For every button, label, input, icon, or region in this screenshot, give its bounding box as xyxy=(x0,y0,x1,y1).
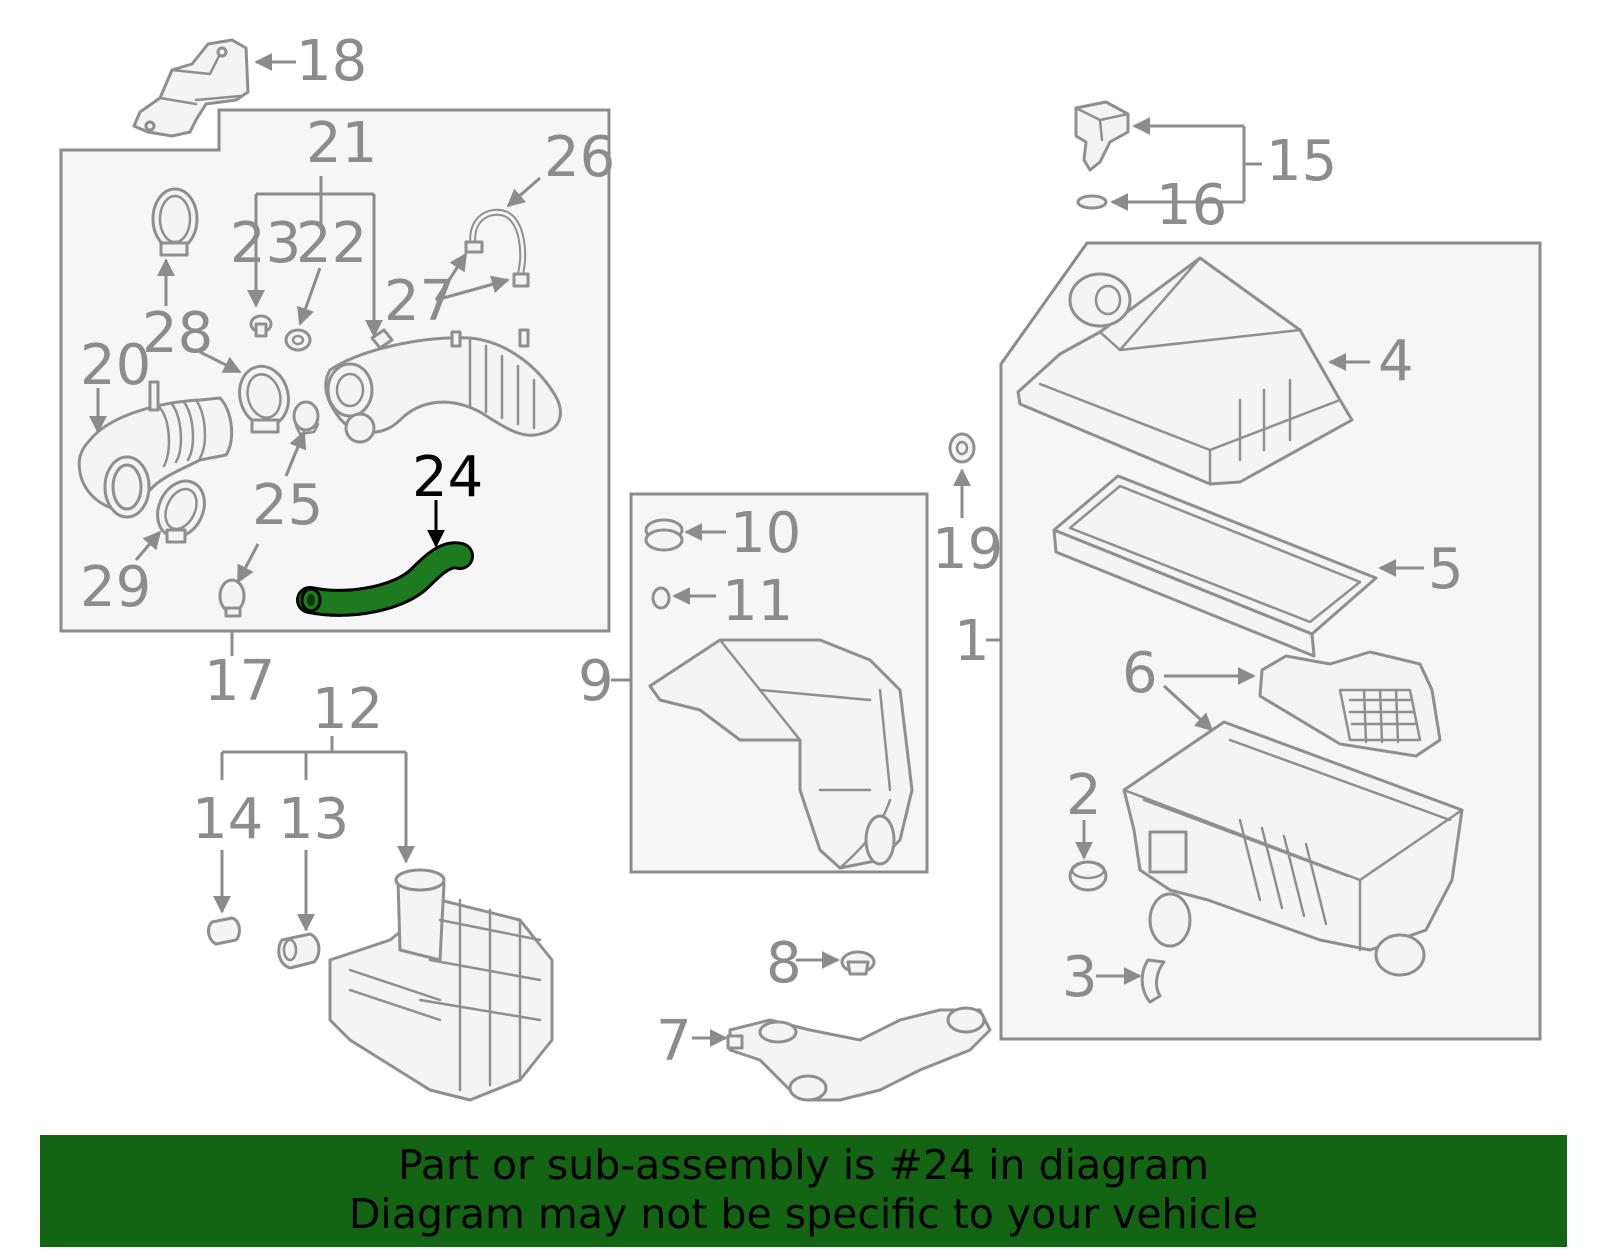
grommet-10[interactable] xyxy=(644,518,684,552)
label-13: 13 xyxy=(278,787,349,852)
bracket-18[interactable] xyxy=(132,38,250,138)
grommet-14[interactable] xyxy=(207,916,241,946)
grommet-22[interactable] xyxy=(284,328,312,352)
label-16: 16 xyxy=(1156,173,1227,238)
label-25: 25 xyxy=(252,473,323,538)
label-10: 10 xyxy=(730,501,801,566)
callout-labels: 18 21 26 23 22 27 28 20 24 25 29 17 12 1… xyxy=(80,29,1464,1074)
label-29: 29 xyxy=(80,555,151,620)
grommet-13[interactable] xyxy=(277,932,321,970)
label-14: 14 xyxy=(192,787,263,852)
grommet-8[interactable] xyxy=(840,950,876,976)
label-5: 5 xyxy=(1428,537,1464,602)
label-3: 3 xyxy=(1062,945,1098,1010)
label-6: 6 xyxy=(1122,641,1158,706)
air-cleaner-case-1[interactable] xyxy=(1122,720,1464,977)
duct-6[interactable] xyxy=(1258,650,1442,758)
label-15: 15 xyxy=(1266,129,1337,194)
clip-25[interactable] xyxy=(292,400,320,436)
label-27: 27 xyxy=(384,269,455,334)
label-1: 1 xyxy=(954,609,990,674)
air-duct-9[interactable] xyxy=(648,638,914,870)
breather-hose-26[interactable] xyxy=(464,208,530,288)
label-22: 22 xyxy=(296,211,367,276)
grommet-2[interactable] xyxy=(1068,860,1108,892)
label-8: 8 xyxy=(766,931,802,996)
label-26: 26 xyxy=(544,125,615,190)
banner-line-1: Part or sub-assembly is #24 in diagram xyxy=(397,1141,1210,1189)
label-24: 24 xyxy=(412,445,483,510)
screw-23[interactable] xyxy=(249,314,273,338)
intake-resonator-20[interactable] xyxy=(77,380,234,519)
label-17: 17 xyxy=(204,649,275,714)
label-7: 7 xyxy=(656,1009,692,1074)
label-21: 21 xyxy=(306,111,377,176)
air-filter-5[interactable] xyxy=(1052,474,1378,658)
clip-3[interactable] xyxy=(1140,958,1166,1004)
label-2: 2 xyxy=(1066,763,1102,828)
banner-line-2: Diagram may not be specific to your vehi… xyxy=(348,1190,1259,1238)
label-12: 12 xyxy=(312,677,383,742)
label-9: 9 xyxy=(578,649,614,714)
clamp-28-upper[interactable] xyxy=(151,187,199,257)
o-ring-16[interactable] xyxy=(1076,194,1108,210)
bracket-7[interactable] xyxy=(726,1006,992,1102)
leader-lines xyxy=(89,53,1424,1047)
resonator-12[interactable] xyxy=(328,868,554,1102)
label-23: 23 xyxy=(230,211,301,276)
hose-24-highlighted[interactable] xyxy=(296,541,474,617)
air-intake-hose-21[interactable] xyxy=(324,328,562,444)
label-20: 20 xyxy=(80,333,151,398)
label-19: 19 xyxy=(932,517,1003,582)
info-banner: Part or sub-assembly is #24 in diagram D… xyxy=(40,1135,1567,1247)
clip-17[interactable] xyxy=(218,578,246,618)
label-28: 28 xyxy=(142,301,213,366)
sensor-15[interactable] xyxy=(1074,100,1130,172)
label-4: 4 xyxy=(1378,329,1414,394)
clamp-29[interactable] xyxy=(149,473,213,544)
air-cleaner-cover-4[interactable] xyxy=(1016,256,1354,486)
grommet-11[interactable] xyxy=(651,586,671,610)
label-18: 18 xyxy=(296,29,367,94)
label-11: 11 xyxy=(722,569,793,634)
clip-19[interactable] xyxy=(948,432,976,464)
clamp-28-lower[interactable] xyxy=(233,361,295,434)
